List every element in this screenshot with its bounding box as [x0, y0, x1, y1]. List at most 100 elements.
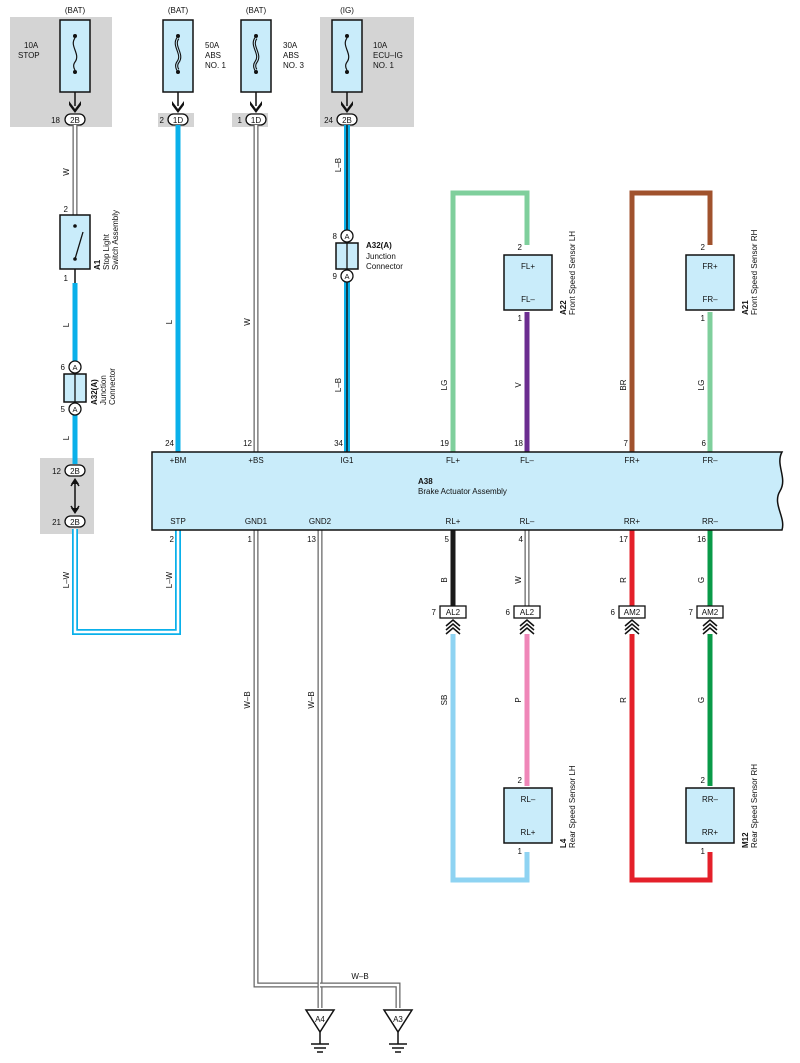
- wire-lg-fl: [450, 190, 530, 452]
- wire-label-w-rl: W: [514, 576, 523, 584]
- junction-left-name-2: Connector: [108, 368, 117, 405]
- junction-left: [63, 360, 87, 416]
- junction-ig-pin-bottom: 9: [333, 272, 338, 281]
- joint-2b-pin-bottom: 21: [52, 518, 61, 527]
- sensor-a21-bottom-label: FR–: [702, 295, 718, 304]
- wire-label-wb-a3: W–B: [351, 972, 368, 981]
- junction-left-name-1: Junction: [99, 375, 108, 405]
- sensor-l4-bottom-label: RL+: [521, 828, 536, 837]
- joint-2b-conn-bottom: 2B: [70, 518, 80, 527]
- wire-label-p-rl: P: [514, 697, 523, 702]
- fuse-stop-symbol: [59, 19, 91, 93]
- inline-conn-1-label: AL2: [446, 608, 461, 617]
- sensor-a22-name: Front Speed Sensor LH: [568, 231, 577, 315]
- fuse-name-abs3-b: NO. 3: [283, 61, 304, 70]
- sensor-l4-pin-bottom: 1: [518, 847, 523, 856]
- fuse-chevrons: [69, 101, 353, 113]
- junction-ig: [335, 229, 359, 283]
- junction-ig-name-1: Junction: [366, 252, 396, 261]
- actuator-term-frp: FR+: [624, 456, 640, 465]
- sensor-a21-id: A21: [741, 300, 750, 315]
- junction-ig-letter-top: A: [344, 232, 349, 241]
- actuator-term-stp: STP: [170, 517, 186, 526]
- actuator-pin-flp: 19: [440, 439, 449, 448]
- actuator-term-bs: +BS: [248, 456, 263, 465]
- actuator-pin-rlm: 4: [519, 535, 524, 544]
- fuse-source-ecuig: (IG): [340, 6, 354, 15]
- junction-left-letter-top: A: [72, 363, 77, 372]
- fuse-name-ecuig-b: NO. 1: [373, 61, 394, 70]
- actuator-pin-bs: 12: [243, 439, 252, 448]
- actuator-term-rrm: RR–: [702, 517, 719, 526]
- sensor-l4: [503, 787, 553, 844]
- fuse-name-stop: STOP: [18, 51, 40, 60]
- wire-label-wb-gnd1: W–B: [243, 691, 252, 708]
- wire-label-w-bs: W: [243, 318, 252, 326]
- junction-ig-name-2: Connector: [366, 262, 403, 271]
- wire-lw-stp: [72, 529, 181, 635]
- actuator-pin-frm: 6: [702, 439, 707, 448]
- switch-name-1: Stop Light: [102, 233, 111, 270]
- sensor-m12-pin-bottom: 1: [701, 847, 706, 856]
- fuse-rating-stop: 10A: [24, 41, 39, 50]
- ground-a4-label: A4: [315, 1015, 325, 1024]
- actuator-term-gnd2: GND2: [309, 517, 332, 526]
- sensor-a22-top-label: FL+: [521, 262, 535, 271]
- fuse-pin-ecuig: 24: [324, 116, 333, 125]
- switch-pin-bottom: 1: [64, 274, 69, 283]
- ground-a4: [304, 1009, 336, 1053]
- switch-pin-top: 2: [64, 205, 69, 214]
- actuator-pin-rlp: 5: [445, 535, 450, 544]
- wire-sb-rl: [450, 634, 530, 883]
- inline-conn-3-pin: 6: [611, 608, 616, 617]
- fuse-source-abs3: (BAT): [246, 6, 267, 15]
- sensor-a21-name: Front Speed Sensor RH: [750, 229, 759, 315]
- fuse-rating-abs1: 50A: [205, 41, 220, 50]
- fuse-rating-ecuig: 10A: [373, 41, 388, 50]
- actuator-term-flm: FL–: [520, 456, 534, 465]
- junction-ig-pin-top: 8: [333, 232, 338, 241]
- wire-label-l-junction: L: [62, 435, 71, 440]
- wire-label-sb-rl: SB: [440, 695, 449, 706]
- fuse-conn-stop: 2B: [70, 116, 80, 125]
- sensor-l4-pin-top: 2: [518, 776, 523, 785]
- actuator-term-flp: FL+: [446, 456, 460, 465]
- actuator-term-rrp: RR+: [624, 517, 641, 526]
- inline-conn-2-pin: 6: [506, 608, 511, 617]
- sensor-a22: [503, 254, 553, 311]
- fuse-conn-abs1: 1D: [173, 116, 183, 125]
- sensor-a22-bottom-label: FL–: [521, 295, 535, 304]
- wire-label-br-fr: BR: [619, 379, 628, 390]
- wire-label-g-rr2: G: [697, 697, 706, 703]
- fuse-name-ecuig-a: ECU–IG: [373, 51, 403, 60]
- fuse-abs3-symbol: [240, 19, 272, 93]
- inline-conn-4-pin: 7: [689, 608, 694, 617]
- sensor-l4-id: L4: [559, 838, 568, 848]
- wire-label-wb-gnd2: W–B: [307, 691, 316, 708]
- fuse-rating-abs3: 30A: [283, 41, 298, 50]
- fuse-abs1-symbol: [162, 19, 194, 93]
- actuator-term-rlm: RL–: [520, 517, 535, 526]
- fuse-name-abs1-b: NO. 1: [205, 61, 226, 70]
- sensor-m12-id: M12: [741, 832, 750, 848]
- actuator-pin-stp: 2: [170, 535, 175, 544]
- actuator-id: A38: [418, 477, 433, 486]
- joint-2b-pin-top: 12: [52, 467, 61, 476]
- fuse-name-abs3-a: ABS: [283, 51, 299, 60]
- wire-label-lg-fr: LG: [697, 380, 706, 391]
- sensor-m12: [685, 787, 735, 844]
- switch-name-2: Switch Assembly: [111, 210, 120, 270]
- wire-label-b-rl: B: [440, 577, 449, 582]
- fuse-conn-abs3: 1D: [251, 116, 261, 125]
- sensor-l4-name: Rear Speed Sensor LH: [568, 765, 577, 848]
- sensor-a22-id: A22: [559, 300, 568, 315]
- fuse-pin-abs1: 2: [160, 116, 165, 125]
- sensor-m12-top-label: RR–: [702, 795, 719, 804]
- sensor-a21-pin-bottom: 1: [701, 314, 706, 323]
- actuator-pin-gnd1: 1: [248, 535, 253, 544]
- wire-label-v-fl: V: [514, 382, 523, 388]
- inline-conn-2-label: AL2: [520, 608, 535, 617]
- fuse-connectors: [64, 113, 358, 126]
- actuator-term-rlp: RL+: [446, 517, 461, 526]
- actuator-term-bm: +BM: [170, 456, 187, 465]
